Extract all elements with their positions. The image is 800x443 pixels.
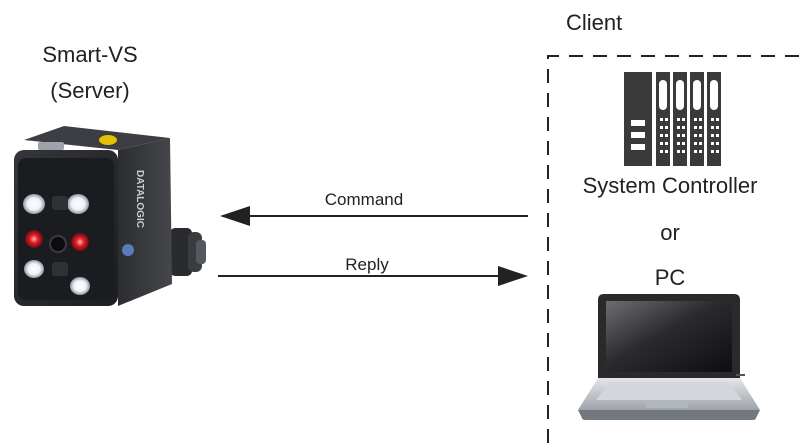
reply-arrow [218,266,528,286]
command-label: Command [325,190,403,209]
laptop-icon [578,294,760,420]
device-brand-text: DATALOGIC [134,170,145,228]
client-boundary [547,55,800,443]
client-title: Client [566,10,622,35]
system-controller-label: System Controller [583,173,758,198]
server-name: Smart-VS [42,42,137,67]
command-arrow [220,206,528,226]
plc-controller-icon [624,72,721,166]
pc-label: PC [655,265,686,290]
or-label: or [660,220,680,245]
smart-camera-icon: DATALOGIC [14,126,206,306]
reply-label: Reply [345,255,389,274]
server-role: (Server) [50,78,129,103]
